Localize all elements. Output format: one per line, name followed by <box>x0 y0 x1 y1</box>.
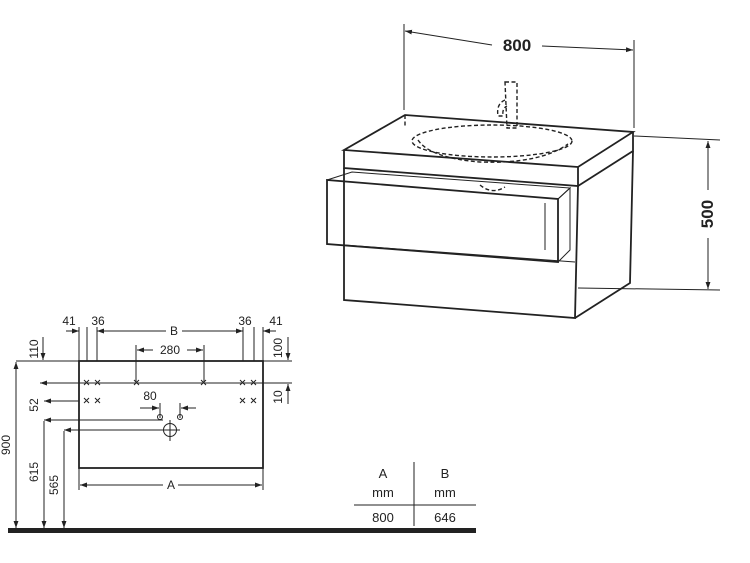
dim-a: A <box>167 478 175 492</box>
front-view-drawing: 41 36 B 36 41 280 110 100 10 52 <box>0 314 476 533</box>
height-extension-bottom <box>577 287 721 291</box>
hole-marker <box>239 397 246 404</box>
dim-80: 80 <box>143 389 157 403</box>
dim-900: 900 <box>0 435 13 455</box>
dim-100: 100 <box>271 338 285 358</box>
basin-side-edge <box>577 132 634 187</box>
dim-41-right: 41 <box>269 314 283 328</box>
hole-marker <box>94 397 101 404</box>
supply-connection-right <box>177 414 183 420</box>
dim-110: 110 <box>27 339 41 358</box>
hole-marker <box>94 379 101 386</box>
dim-52: 52 <box>27 398 41 412</box>
width-label: 800 <box>503 36 531 55</box>
faucet-spout <box>496 99 508 117</box>
height-extension-top <box>633 135 721 141</box>
open-drawer-front <box>326 179 559 263</box>
dim-41-left: 41 <box>62 314 76 328</box>
width-dim-line-right <box>541 45 634 53</box>
hole-marker <box>83 397 90 404</box>
basin-bowl-depth <box>417 139 569 163</box>
dim-36-right: 36 <box>238 314 252 328</box>
dim-b: B <box>170 324 178 338</box>
mounting-hole-markers <box>83 379 257 404</box>
hole-marker <box>83 379 90 386</box>
hole-marker <box>200 379 207 386</box>
hole-marker <box>239 379 246 386</box>
dim-615: 615 <box>27 462 41 482</box>
vanity-3d-view: 800 500 <box>326 24 721 319</box>
dim-10: 10 <box>271 390 285 404</box>
table-header-a: A <box>379 466 388 481</box>
cabinet-front <box>343 168 579 319</box>
drawer-siphon-cutout <box>479 184 506 192</box>
open-drawer-side <box>557 186 571 263</box>
dim-280: 280 <box>160 343 180 357</box>
table-header-b: B <box>441 466 450 481</box>
hole-marker <box>250 379 257 386</box>
table-unit-b: mm <box>434 485 456 500</box>
table-value-b: 646 <box>434 510 456 525</box>
table-value-a: 800 <box>372 510 394 525</box>
dimension-table: A B mm mm 800 646 <box>354 462 476 526</box>
cabinet-side <box>574 150 634 319</box>
faucet-body <box>504 81 518 129</box>
basin-top-surface <box>340 114 636 168</box>
table-unit-a: mm <box>372 485 394 500</box>
dim-565: 565 <box>47 475 61 495</box>
basin-bowl-outline <box>411 124 573 158</box>
height-label: 500 <box>698 200 717 228</box>
hole-marker <box>250 397 257 404</box>
basin-front-edge <box>343 150 579 187</box>
dim-36-left: 36 <box>91 314 105 328</box>
floor-line <box>8 528 476 533</box>
hole-marker <box>133 379 140 386</box>
width-dim-line-left <box>404 29 493 46</box>
front-cabinet-outline <box>78 360 264 469</box>
